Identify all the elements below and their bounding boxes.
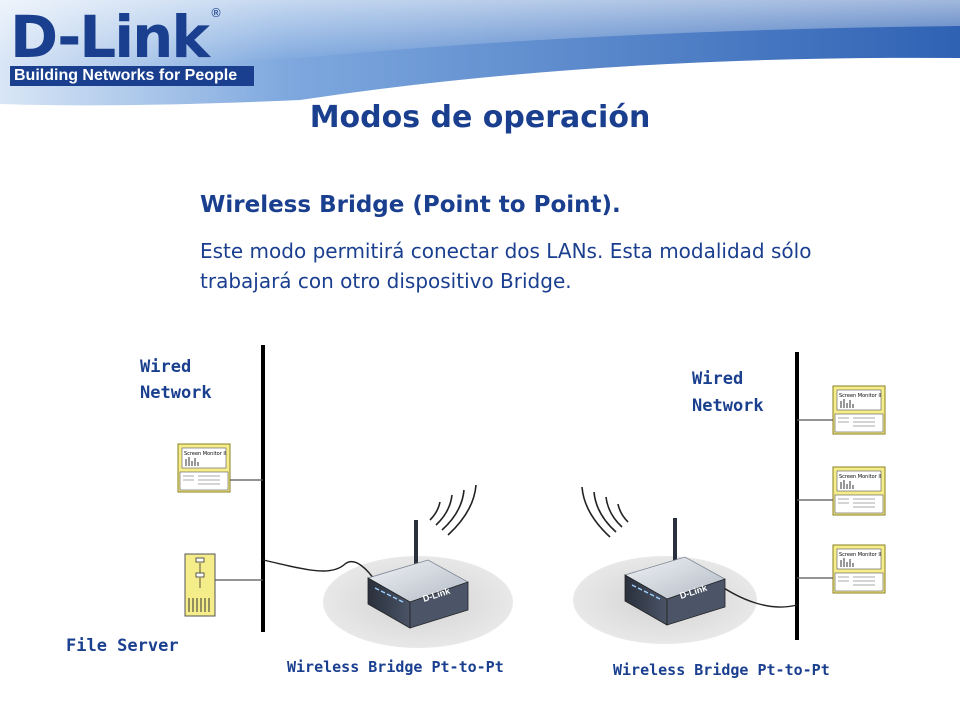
- right-workstation-icon-1: Screen Monitor II: [832, 385, 886, 435]
- left-wifi-signal-icon: [429, 484, 477, 536]
- left-bridge-label: Wireless Bridge Pt-to-Pt: [287, 658, 504, 676]
- right-bridge-device-icon: D-Link: [623, 518, 726, 626]
- dlink-logo: D-Link® Building Networks for People: [10, 3, 254, 86]
- right-wifi-signal-icon: [581, 486, 629, 538]
- left-network-label-line2: Network: [140, 383, 212, 403]
- left-bridge-device-icon: D-Link: [366, 520, 469, 629]
- left-network-label-line1: Wired: [140, 357, 191, 377]
- right-bridge-label: Wireless Bridge Pt-to-Pt: [613, 661, 830, 679]
- right-network-label-line2: Network: [692, 396, 764, 416]
- page-title: Modos de operación: [309, 100, 651, 135]
- header-banner: D-Link® Building Networks for People: [0, 0, 960, 110]
- left-workstation-screen-text: Screen Monitor II: [184, 451, 226, 457]
- left-bridge-cable: [262, 559, 377, 583]
- right-workstation-1-screen-text: Screen Monitor II: [839, 393, 881, 399]
- file-server-icon: [184, 553, 216, 617]
- left-workstation-icon: Screen Monitor II: [177, 443, 231, 493]
- registered-mark: ®: [210, 6, 222, 20]
- right-workstation-icon-3: Screen Monitor II: [832, 544, 886, 594]
- right-workstation-3-screen-text: Screen Monitor II: [839, 552, 881, 558]
- network-diagram: Wired Network File Server Wireless Bridg…: [66, 345, 886, 679]
- right-network-label-line1: Wired: [692, 369, 743, 389]
- section-subtitle: Wireless Bridge (Point to Point).: [200, 192, 621, 218]
- right-workstation-icon-2: Screen Monitor II: [832, 466, 886, 516]
- file-server-label: File Server: [66, 636, 179, 656]
- logo-tagline: Building Networks for People: [10, 66, 254, 86]
- section-description: Este modo permitirá conectar dos LANs. E…: [200, 239, 812, 293]
- logo-wordmark: D-Link: [10, 3, 210, 71]
- right-workstation-2-screen-text: Screen Monitor II: [839, 474, 881, 480]
